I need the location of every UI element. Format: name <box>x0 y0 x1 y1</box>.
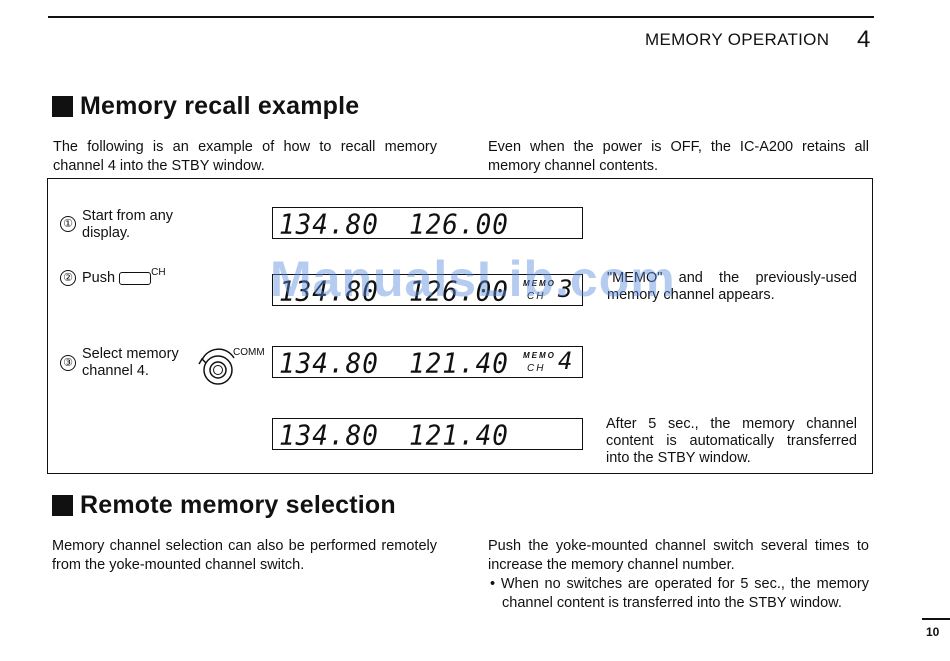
lcd-4-active-freq: 134.80 <box>279 420 379 452</box>
step-2-number: ② <box>60 270 76 286</box>
lcd-3-ch-indicator: CH <box>527 363 546 374</box>
step-3-line2: channel 4. <box>82 363 149 379</box>
lcd-display-1: 134.80 126.00 <box>272 207 583 241</box>
page-number: 10 <box>926 625 940 639</box>
lcd-2-ch-indicator: CH <box>527 291 546 302</box>
step-1-line1: Start from any <box>82 208 174 224</box>
lcd-3-stby-freq: 121.40 <box>409 348 509 380</box>
lcd-2-memo-indicator: MEMO <box>523 279 556 288</box>
chapter-number: 4 <box>857 26 871 53</box>
step-2-label: Push <box>82 270 116 286</box>
step-1-line2: display. <box>82 225 131 241</box>
lcd-1-active-freq: 134.80 <box>279 209 379 241</box>
step-3-number: ③ <box>60 355 76 371</box>
lcd-1-stby-freq: 126.00 <box>409 209 509 241</box>
lcd-display-4: 134.80 121.40 <box>272 418 583 452</box>
page-number-rule <box>922 618 950 620</box>
ch-button-icon <box>119 271 152 285</box>
section-marker-square-2 <box>52 495 73 516</box>
remote-left-text: Memory channel selection can also be per… <box>52 538 437 573</box>
section-title-recall: Memory recall example <box>80 92 360 120</box>
remote-right-text: Push the yoke-mounted channel switch sev… <box>488 538 869 573</box>
lcd-4-stby-freq: 121.40 <box>409 420 509 452</box>
example-box <box>47 178 873 474</box>
top-rule <box>48 16 874 18</box>
step-1-number: ① <box>60 216 76 232</box>
lcd-2-channel-digit: 3 <box>558 275 573 303</box>
comm-knob-label: COMM <box>233 347 265 358</box>
lcd-2-stby-freq: 126.00 <box>409 276 509 308</box>
remote-bullet-text: • When no switches are operated for 5 se… <box>490 576 869 611</box>
intro-right-text: Even when the power is OFF, the IC-A200 … <box>488 139 869 174</box>
lcd-3-channel-digit: 4 <box>558 347 573 375</box>
lcd-3-active-freq: 134.80 <box>279 348 379 380</box>
description-step-2: "MEMO" and the previously-used memory ch… <box>607 270 857 303</box>
description-transfer: After 5 sec., the memory channel content… <box>606 416 857 466</box>
step-3-text: Select memory channel 4. <box>82 346 190 380</box>
section-marker-square <box>52 96 73 117</box>
ch-button-label: CH <box>151 267 166 278</box>
lcd-display-2: 134.80 126.00 MEMO CH 3 <box>272 274 583 308</box>
lcd-2-active-freq: 134.80 <box>279 276 379 308</box>
watermark: ManualsLib.com <box>270 251 676 307</box>
header-title: MEMORY OPERATION <box>645 30 830 49</box>
section-title-remote: Remote memory selection <box>80 491 396 519</box>
step-2-text: Push CH <box>82 267 166 288</box>
step-3-line1: Select memory <box>82 346 179 362</box>
comm-knob-icon <box>198 348 235 385</box>
lcd-display-3: 134.80 121.40 MEMO CH 4 <box>272 346 583 380</box>
lcd-3-memo-indicator: MEMO <box>523 351 556 360</box>
intro-left-text: The following is an example of how to re… <box>53 139 437 174</box>
step-1-text: Start from any display. <box>82 208 190 242</box>
